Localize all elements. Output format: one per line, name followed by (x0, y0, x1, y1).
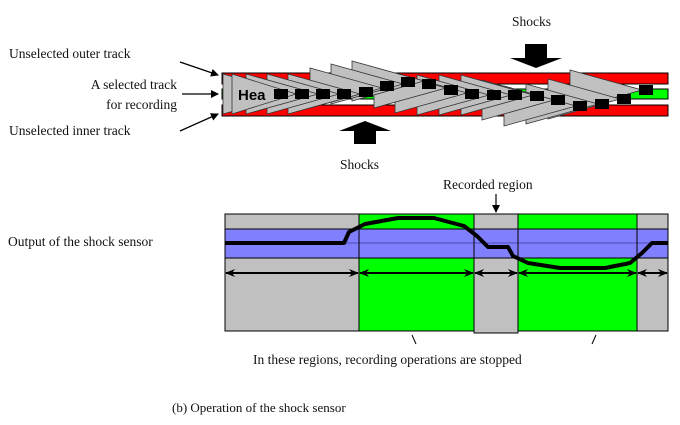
inner-track-pointer-icon (179, 113, 219, 132)
sensor-output-label: Output of the shock sensor (8, 234, 153, 249)
stopped-leader-2 (591, 334, 597, 345)
head-gap (573, 101, 587, 111)
outer-track-pointer-icon (179, 61, 219, 77)
recorded-region-label: Recorded region (443, 177, 533, 192)
head-gap (274, 89, 288, 99)
head-gap (617, 94, 631, 104)
shock-arrow-top-icon (510, 44, 562, 68)
head-gap (487, 90, 501, 100)
shock-arrow-bottom-icon (339, 121, 391, 144)
inner-track-label: Unselected inner track (9, 123, 131, 138)
head-gap (551, 95, 565, 105)
head-label: Hea (238, 87, 266, 104)
shocks-top-label: Shocks (512, 14, 552, 29)
outer-track-label: Unselected outer track (9, 46, 131, 61)
head-gap (465, 89, 479, 99)
head-initial (231, 73, 298, 115)
head-gap (530, 91, 544, 101)
head-trajectory (222, 60, 653, 127)
head-gap (295, 89, 309, 99)
head-gap (359, 87, 373, 97)
selected-track-label-line2: for recording (106, 97, 177, 112)
head-gap (380, 81, 394, 91)
selected-track-label-line1: A selected track (90, 77, 177, 92)
stopped-leader-1 (411, 334, 417, 345)
shock-sensor-signal (225, 216, 668, 270)
stopped-regions-note: In these regions, recording operations a… (253, 352, 522, 367)
head-gap (401, 77, 415, 87)
head-gap (508, 90, 522, 100)
head-gap (316, 89, 330, 99)
head-gap (422, 79, 436, 89)
shocks-bottom-label: Shocks (340, 157, 380, 172)
head-gap (337, 89, 351, 99)
head-gap (595, 99, 609, 109)
figure-caption: (b) Operation of the shock sensor (172, 400, 346, 415)
head-gap (444, 85, 458, 95)
head-gap (639, 85, 653, 95)
